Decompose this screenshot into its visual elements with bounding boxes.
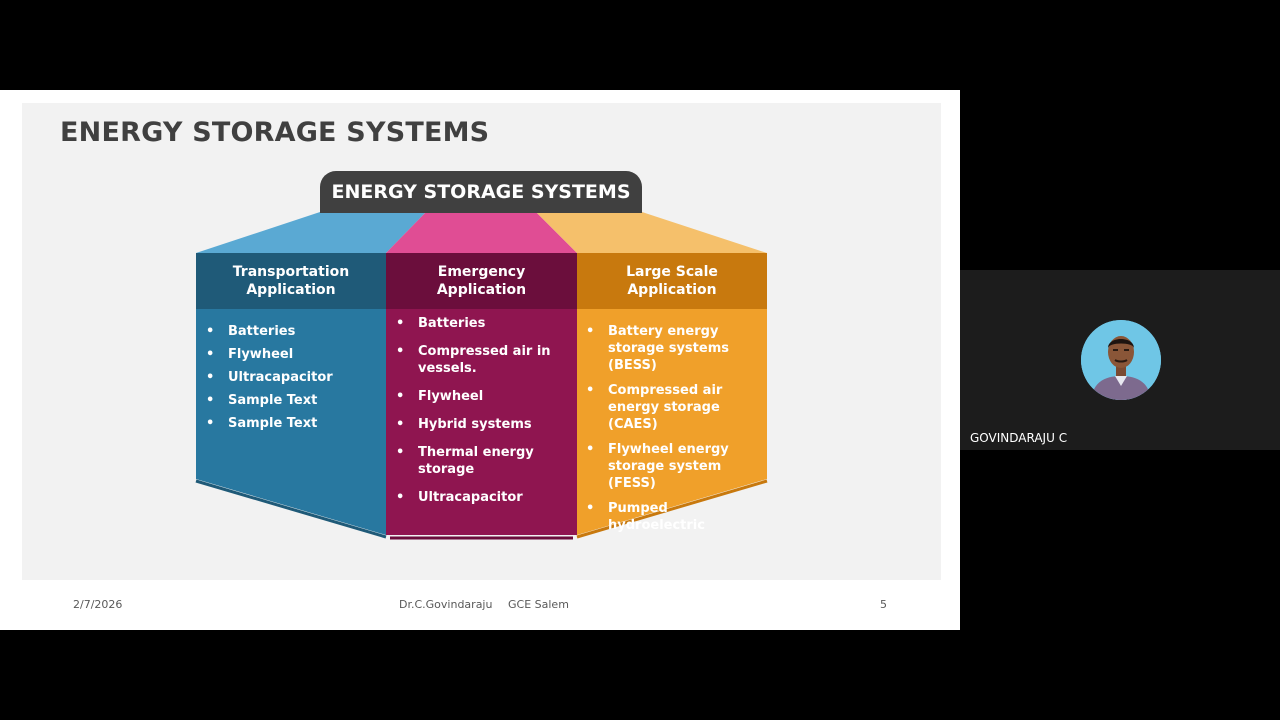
list-emergency: Batteries Compressed air in vessels. Fly… [396, 315, 556, 517]
heading-line: Application [627, 282, 717, 298]
person-photo-icon [1081, 320, 1161, 400]
participant-avatar [1081, 320, 1161, 400]
shared-screen: ENERGY STORAGE SYSTEMS ENERGY STOR [0, 0, 960, 720]
list-item: Flywheel energy storage system (FESS) [586, 441, 758, 492]
diagram-header: ENERGY STORAGE SYSTEMS [320, 171, 642, 213]
heading-line: Large Scale [626, 264, 718, 280]
list-large-scale: Battery energy storage systems (BESS) Co… [586, 323, 758, 542]
list-item: Batteries [206, 323, 376, 340]
list-item: Compressed air in vessels. [396, 343, 556, 377]
slide-title: ENERGY STORAGE SYSTEMS [60, 117, 490, 148]
presentation-slide: ENERGY STORAGE SYSTEMS ENERGY STOR [0, 90, 960, 630]
footer-date: 2/7/2026 [73, 598, 123, 611]
heading-line: Emergency [437, 264, 526, 280]
head-band-transportation [196, 253, 386, 309]
participant-name: GOVINDARAJU C [970, 431, 1068, 445]
list-item: Sample Text [206, 415, 376, 432]
list-item: Hybrid systems [396, 416, 556, 433]
heading-line: Application [436, 282, 527, 298]
list-item: Ultracapacitor [206, 369, 376, 386]
list-item: Flywheel [206, 346, 376, 363]
slide-number: 5 [880, 598, 887, 611]
list-item: Sample Text [206, 392, 376, 409]
list-item: Battery energy storage systems (BESS) [586, 323, 758, 374]
list-item: Batteries [396, 315, 556, 332]
list-item: Flywheel [396, 388, 556, 405]
roof-transportation [196, 212, 426, 253]
list-item: Ultracapacitor [396, 489, 556, 506]
list-item: Compressed air energy storage (CAES) [586, 382, 758, 433]
list-item: Pumped hydroelectric [586, 500, 758, 534]
roof-emergency [386, 212, 577, 253]
footer-institution: GCE Salem [508, 598, 569, 611]
heading-line: Transportation [232, 264, 350, 280]
base-line-transportation [195, 479, 387, 539]
slide-content: ENERGY STORAGE SYSTEMS ENERGY STOR [22, 103, 941, 580]
head-band-emergency [386, 253, 577, 309]
list-item: Thermal energy storage [396, 444, 556, 478]
participant-tile[interactable]: GOVINDARAJU C [960, 270, 1280, 450]
roof-large-scale [536, 212, 767, 253]
list-transportation: Batteries Flywheel Ultracapacitor Sample… [206, 323, 376, 438]
head-band-large-scale [577, 253, 767, 309]
footer-author: Dr.C.Govindaraju [399, 598, 493, 611]
heading-line: Application [246, 282, 336, 298]
